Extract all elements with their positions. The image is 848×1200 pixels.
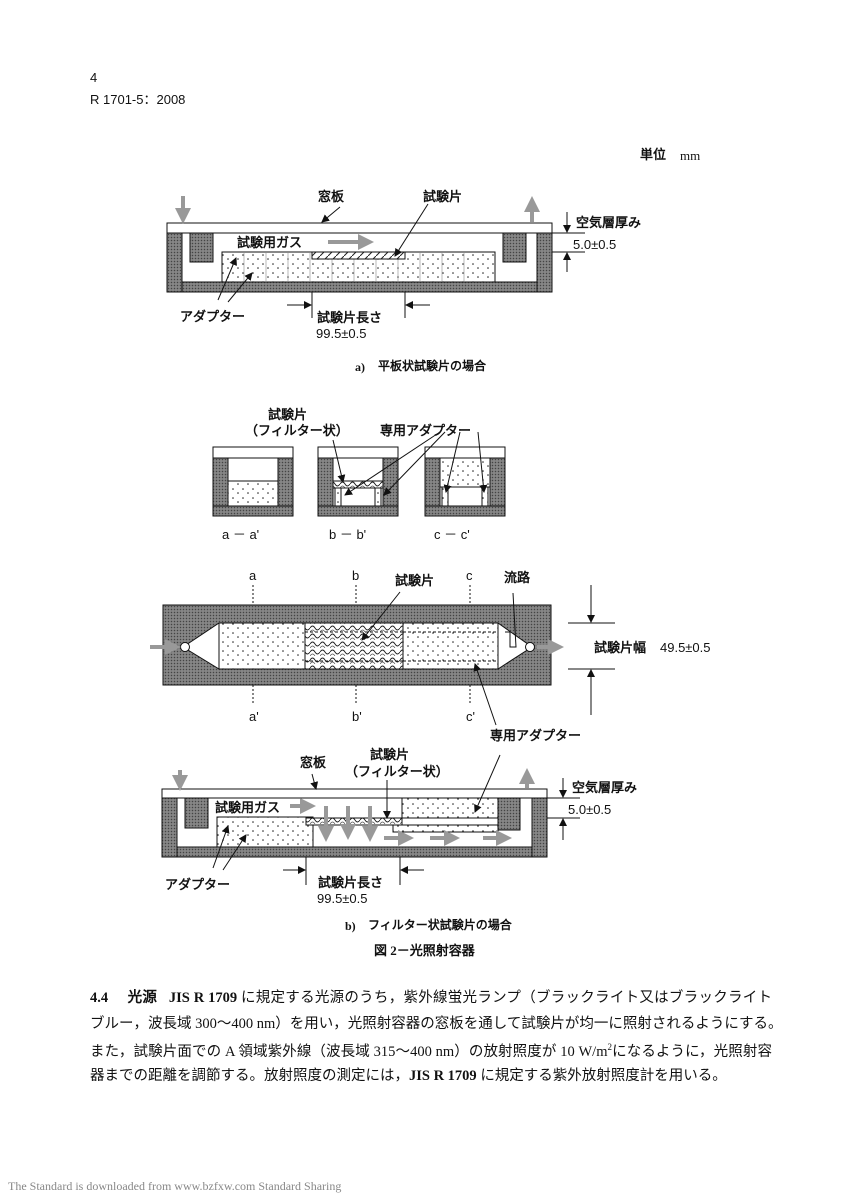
cut-b-prime: b' [352, 709, 362, 724]
cut-a: a [249, 568, 257, 583]
top-adapter-label: 専用アダプター [490, 728, 582, 743]
text: 器までの距離を調節する。放射照度の測定には， [90, 1068, 409, 1084]
superscript: 2 [607, 1042, 612, 1052]
paragraph-line-1: 4.4 光源 JIS R 1709 に規定する光源のうち，紫外線蛍光ランプ（ブラ… [90, 991, 772, 1006]
b-test-piece-label: 試験片 [370, 747, 410, 762]
b-window-plate-label: 窓板 [300, 755, 327, 770]
b-test-piece-type: （フィルター状） [345, 764, 449, 779]
section-bb [317, 446, 399, 517]
b-length-value: 99.5±0.5 [317, 891, 368, 906]
paragraph-line-4: 器までの距離を調節する。放射照度の測定には，JIS R 1709 に規定する紫外… [90, 1069, 727, 1084]
adapter-label: アダプター [180, 309, 246, 324]
caption-b: フィルター状試験片の場合 [368, 918, 512, 932]
caption-a: 平板状試験片の場合 [378, 359, 487, 373]
standard-ref: JIS R 1709 [409, 1068, 477, 1084]
caption-b-prefix: b) [345, 919, 356, 933]
section-cc-label: c － c' [434, 527, 470, 542]
cross-sections [212, 431, 506, 517]
section-test-piece-type: （フィルター状） [245, 423, 349, 438]
paragraph-line-2: ブルー，波長域 300～400 nm）を用い，光照射容器の窓板を通して試験片が均… [90, 1017, 783, 1032]
window-plate-label: 窓板 [318, 189, 345, 204]
section-cc [424, 446, 506, 517]
cut-c: c [466, 568, 473, 583]
cut-b: b [352, 568, 360, 583]
flow-path-label: 流路 [504, 570, 531, 585]
section-title: 光源 [127, 990, 158, 1006]
section-aa [212, 446, 294, 517]
top-view [150, 585, 615, 726]
b-adapter-label: アダプター [165, 877, 231, 892]
caption-a-prefix: a) [355, 360, 365, 374]
text: になるように，光照射容 [611, 1043, 772, 1060]
page-number: 4 [90, 70, 98, 85]
text: に規定する紫外放射照度計を用いる。 [480, 1068, 727, 1084]
test-piece-label: 試験片 [423, 189, 463, 204]
b-length-label: 試験片長さ [318, 875, 384, 890]
figure-a-container [166, 196, 585, 318]
unit-label: 単位 [640, 147, 667, 162]
air-layer-label: 空気層厚み [576, 215, 642, 230]
standard-id: R 1701-5：2008 [90, 92, 186, 107]
section-adapter-label: 専用アダプター [380, 423, 472, 438]
width-value: 49.5±0.5 [660, 640, 711, 655]
b-air-layer-label: 空気層厚み [572, 780, 638, 795]
standard-ref: JIS R 1709 [168, 990, 238, 1006]
unit-value: mm [680, 148, 701, 163]
air-layer-value: 5.0±0.5 [573, 237, 617, 252]
length-value: 99.5±0.5 [316, 326, 367, 341]
text: また，試験片面での A 領域紫外線（波長域 315～400 nm）の放射照度が … [90, 1043, 608, 1060]
text: ブルー，波長域 300～400 nm）を用い，光照射容器の窓板を通して試験片が均… [90, 1016, 783, 1032]
figure-title: 図 2－光照射容器 [374, 943, 475, 958]
cut-a-prime: a' [249, 709, 259, 724]
figure-b-container [161, 754, 580, 885]
cut-c-prime: c' [466, 709, 475, 724]
b-air-layer-value: 5.0±0.5 [568, 802, 612, 817]
section-number: 4.4 [90, 990, 109, 1006]
paragraph-line-3: また，試験片面での A 領域紫外線（波長域 315～400 nm）の放射照度が … [90, 1042, 772, 1060]
text: に規定する光源のうち，紫外線蛍光ランプ（ブラックライト又はブラックライト [240, 990, 773, 1006]
b-test-gas-label: 試験用ガス [215, 800, 281, 815]
top-test-piece-label: 試験片 [395, 573, 435, 588]
footer-watermark: The Standard is downloaded from www.bzfx… [8, 1179, 342, 1193]
width-label: 試験片幅 [594, 640, 647, 655]
test-gas-label: 試験用ガス [237, 235, 303, 250]
section-test-piece-label: 試験片 [268, 407, 308, 422]
length-label: 試験片長さ [317, 310, 383, 325]
section-aa-label: a － a' [222, 527, 260, 542]
section-bb-label: b － b' [329, 527, 367, 542]
